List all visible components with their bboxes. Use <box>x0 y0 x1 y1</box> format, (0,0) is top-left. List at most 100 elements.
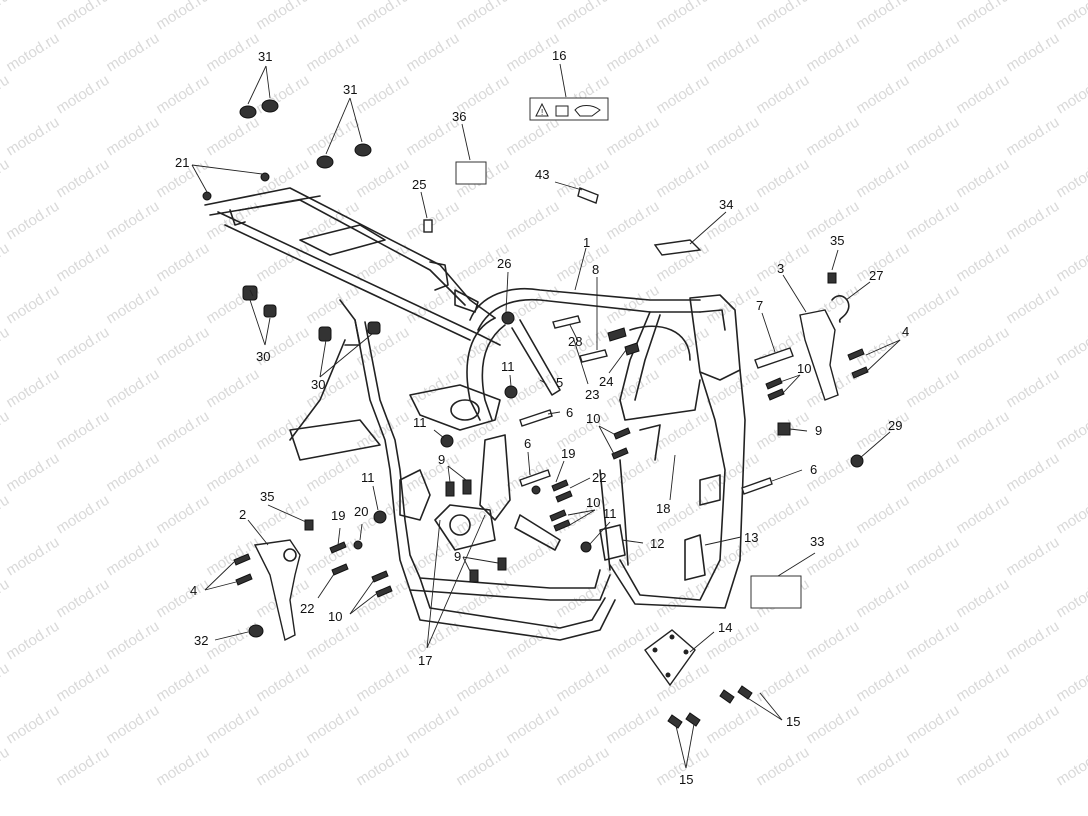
watermark-text: motod.ru <box>103 366 162 412</box>
watermark-text: motod.ru <box>153 324 212 370</box>
watermark-text: motod.ru <box>53 660 112 706</box>
watermark-text: motod.ru <box>853 408 912 454</box>
watermark-text: motod.ru <box>0 240 12 286</box>
callout-13: 13 <box>744 530 758 545</box>
watermark-text: motod.ru <box>953 660 1012 706</box>
callout-labels: 1 2 3 4 4 5 6 6 6 7 8 9 9 9 10 10 10 10 … <box>175 48 909 787</box>
callout-33: 33 <box>810 534 824 549</box>
watermark-text: motod.ru <box>303 450 362 496</box>
watermark-text: motod.ru <box>103 450 162 496</box>
watermark-text: motod.ru <box>503 534 562 580</box>
watermark-text: motod.ru <box>203 534 262 580</box>
svg-text:!: ! <box>541 108 543 117</box>
spring-part-27 <box>831 295 850 323</box>
watermark-text: motod.ru <box>253 660 312 706</box>
callout-8: 8 <box>592 262 599 277</box>
nut-part-11c <box>373 510 387 524</box>
watermark-text: motod.ru <box>153 576 212 622</box>
watermark-text: motod.ru <box>1003 114 1062 160</box>
watermark-text: motod.ru <box>753 492 812 538</box>
watermark-text: motod.ru <box>1003 618 1062 664</box>
callout-18: 18 <box>656 501 670 516</box>
watermark-text: motod.ru <box>353 72 412 118</box>
plug-part-21b <box>260 172 270 182</box>
watermark-text: motod.ru <box>1053 72 1088 118</box>
watermark-text: motod.ru <box>103 534 162 580</box>
watermark-text: motod.ru <box>653 324 712 370</box>
watermark-text: motod.ru <box>203 114 262 160</box>
callout-7: 7 <box>756 298 763 313</box>
callout-11: 11 <box>413 415 427 430</box>
watermark-text: motod.ru <box>353 156 412 202</box>
watermark-text: motod.ru <box>653 0 712 33</box>
watermark-text: motod.ru <box>303 114 362 160</box>
watermark-text: motod.ru <box>953 492 1012 538</box>
callout-1: 1 <box>583 235 590 250</box>
cover-plate-part-14 <box>644 629 696 687</box>
watermark-text: motod.ru <box>1053 576 1088 622</box>
watermark-text: motod.ru <box>1053 0 1088 33</box>
callout-2: 2 <box>239 507 246 522</box>
callout-25: 25 <box>412 177 426 192</box>
watermark-text: motod.ru <box>153 492 212 538</box>
watermark-text: motod.ru <box>103 198 162 244</box>
watermark-text: motod.ru <box>603 114 662 160</box>
watermark-text: motod.ru <box>103 114 162 160</box>
callout-22: 22 <box>300 601 314 616</box>
watermark-text: motod.ru <box>153 240 212 286</box>
watermark-text: motod.ru <box>753 72 812 118</box>
bolt-part-28 <box>552 315 581 329</box>
watermark-text: motod.ru <box>1053 660 1088 706</box>
watermark-text: motod.ru <box>703 114 762 160</box>
clip-part-43 <box>577 187 599 204</box>
callout-30: 30 <box>256 349 270 364</box>
watermark-text: motod.ru <box>803 114 862 160</box>
watermark-text: motod.ru <box>1003 534 1062 580</box>
watermark-text: motod.ru <box>1003 282 1062 328</box>
callout-30: 30 <box>311 377 325 392</box>
bolt-part-6c <box>741 477 773 495</box>
callout-28: 28 <box>568 334 582 349</box>
callout-36: 36 <box>452 109 466 124</box>
callout-19: 19 <box>561 446 575 461</box>
callout-9: 9 <box>454 549 461 564</box>
watermark-text: motod.ru <box>1003 366 1062 412</box>
callout-16: 16 <box>552 48 566 63</box>
watermark-text: motod.ru <box>153 660 212 706</box>
watermark-text: motod.ru <box>0 492 12 538</box>
watermark-text: motod.ru <box>3 450 62 496</box>
watermark-text: motod.ru <box>3 30 62 76</box>
callout-6: 6 <box>524 436 531 451</box>
watermark-text: motod.ru <box>503 702 562 748</box>
watermark-text: motod.ru <box>303 702 362 748</box>
callout-23: 23 <box>585 387 599 402</box>
watermark-text: motod.ru <box>153 72 212 118</box>
clip-part-9e <box>777 422 791 436</box>
bolt-part-7 <box>754 347 794 369</box>
watermark-text: motod.ru <box>1003 198 1062 244</box>
part-25 <box>423 219 433 233</box>
watermark-text: motod.ru <box>1053 408 1088 454</box>
small-bolts <box>233 327 869 598</box>
watermark-text: motod.ru <box>153 0 212 33</box>
callout-31: 31 <box>343 82 357 97</box>
watermark-text: motod.ru <box>53 0 112 33</box>
watermark-text: motod.ru <box>953 240 1012 286</box>
callout-19: 19 <box>331 508 345 523</box>
watermark-text: motod.ru <box>953 72 1012 118</box>
callout-24: 24 <box>599 374 613 389</box>
watermark-text: motod.ru <box>903 702 962 748</box>
callout-6: 6 <box>810 462 817 477</box>
watermark-text: motod.ru <box>853 492 912 538</box>
callout-22: 22 <box>592 470 606 485</box>
watermark-text: motod.ru <box>53 156 112 202</box>
bolt-part-6b <box>519 469 551 487</box>
watermark-text: motod.ru <box>553 660 612 706</box>
watermark-text: motod.ru <box>103 30 162 76</box>
watermark-text: motod.ru <box>53 240 112 286</box>
watermark-text: motod.ru <box>203 702 262 748</box>
watermark-text: motod.ru <box>453 408 512 454</box>
watermark-text: motod.ru <box>153 408 212 454</box>
callout-4: 4 <box>902 324 909 339</box>
watermark-text: motod.ru <box>303 618 362 664</box>
